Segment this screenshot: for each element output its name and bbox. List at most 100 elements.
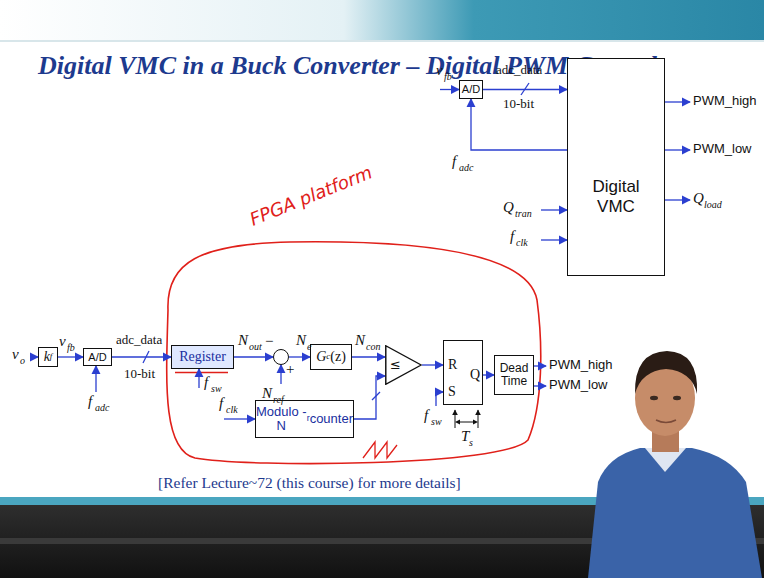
signal-subscript: sw (431, 417, 442, 427)
signal-name: f (510, 229, 514, 244)
drawing-part (455, 420, 478, 425)
signal-name: v (436, 63, 443, 78)
node-text: Digital VMC (592, 177, 639, 216)
node-content: Modulo - Nrcounter (256, 401, 353, 437)
signal-connector (422, 364, 443, 365)
drawing-part (175, 372, 228, 374)
drawing-part (673, 396, 681, 400)
controller-block: Digital VMC (567, 58, 665, 276)
node-content: Digital VMC (568, 59, 664, 275)
signal-subscript: fb (67, 343, 75, 353)
counter-block: Modulo - Nrcounter (255, 400, 354, 438)
bus-label: adc_data (496, 63, 542, 76)
drawing-part (436, 392, 443, 406)
slide-caption: [Refer Lecture~72 (this course) for more… (158, 474, 461, 491)
drawing-part (532, 365, 546, 366)
drawing-part (458, 422, 475, 423)
signal-connector (58, 356, 83, 357)
compensator-block: Gc(z) (310, 344, 352, 370)
drawing-part (224, 418, 255, 419)
signal-connector (352, 356, 385, 357)
drawing-part (0, 0, 764, 40)
signal-subscript: s (469, 438, 473, 448)
output-signal-name: PWM_high (549, 358, 613, 371)
output-signal-name: PWM_low (549, 378, 608, 391)
signal-subscript: o (20, 356, 25, 366)
signal-connector (483, 374, 494, 375)
node-text: R (448, 358, 457, 372)
drawing-part (478, 410, 479, 428)
signal-name: N (296, 333, 306, 348)
signal-name: v (59, 334, 66, 349)
drawing-part (167, 242, 541, 464)
signal-name: f (204, 375, 208, 390)
drawing-part (656, 420, 676, 423)
signal-subscript: ref (273, 395, 284, 405)
node-text: f (50, 352, 53, 362)
signal-connector (112, 356, 171, 357)
signal-subscript: load (704, 200, 722, 210)
signal-subscript: clk (516, 238, 528, 248)
signal-subscript: adc (459, 163, 473, 173)
node-text: ≤ (390, 358, 401, 372)
signal-name: Q (693, 191, 704, 206)
signal-name: f (424, 408, 428, 423)
signal-name: f (219, 396, 223, 411)
drawing-part (0, 40, 764, 42)
drawing-part (665, 199, 690, 200)
bus-label: adc_data (116, 333, 162, 346)
node-text: G (316, 349, 326, 364)
signal-name: v (12, 347, 19, 362)
node-text: Register (179, 349, 226, 364)
drawing-part (363, 442, 397, 458)
drawing-part (95, 366, 96, 392)
node-text: r (307, 414, 310, 424)
drawing-part (280, 365, 281, 384)
bus-label: 10-bit (124, 367, 155, 380)
signal-connector (234, 356, 273, 357)
sr-latch: RQS (443, 340, 483, 405)
output-signal-name: PWM_high (693, 94, 757, 107)
drawing-part (532, 385, 546, 386)
bus-label: 10-bit (503, 97, 534, 110)
slide-title: Digital VMC in a Buck Converter – Digita… (38, 52, 657, 81)
signal-name: N (355, 333, 365, 348)
signal-connector (354, 376, 385, 419)
node-text: counter (310, 412, 353, 426)
signal-name: N (262, 386, 272, 401)
sensor-gain-block: kf (38, 347, 58, 367)
node-text: A/D (462, 83, 480, 95)
node-content: Register (172, 346, 233, 368)
sawtooth-sketch (363, 442, 397, 458)
signal-name: N (238, 333, 248, 348)
signal-subscript: tran (515, 209, 532, 219)
signal-subscript: con (366, 342, 380, 352)
node-content: A/D (460, 81, 482, 98)
node-content: A/D (84, 349, 111, 365)
comparator-symbol: ≤ (385, 345, 422, 385)
handwritten-note: FPGA platform (247, 163, 374, 228)
signal-name: Q (503, 200, 514, 215)
signal-subscript: fb (444, 72, 452, 82)
node-content: ≤ (385, 345, 422, 385)
signal-connector (483, 89, 567, 90)
node-text: + (286, 362, 294, 377)
node-content: Dead Time (495, 356, 533, 394)
drawing-part (635, 351, 697, 394)
node-text: S (448, 385, 456, 399)
node-text: − (265, 334, 273, 349)
signal-connector (289, 356, 310, 357)
drawing-part (665, 101, 690, 102)
adc-block: A/D (83, 348, 112, 366)
fpga-boundary (167, 242, 541, 464)
drawing-part (440, 89, 459, 90)
node-text-holder: Digital VMC (577, 117, 655, 218)
drawing-part (588, 448, 762, 578)
signal-subscript: out (249, 342, 262, 352)
signal-name: T (461, 429, 469, 444)
drawing-part (650, 396, 658, 400)
presenter-figure (588, 351, 762, 578)
signal-subscript: e (307, 342, 311, 352)
drawing-part (541, 209, 567, 210)
node-text: Q (470, 368, 480, 382)
